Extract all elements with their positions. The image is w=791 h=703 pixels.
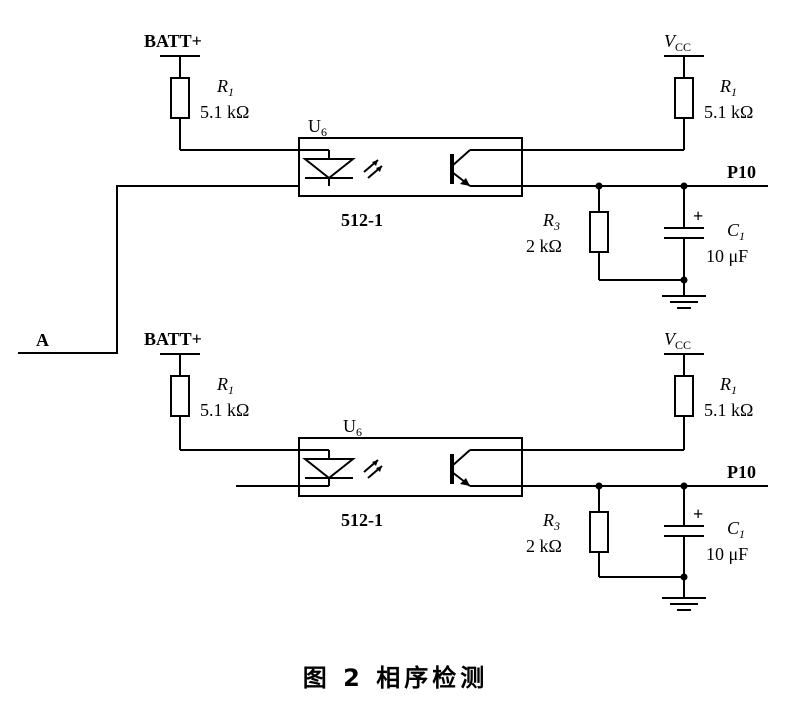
optocoupler-u6-top	[298, 137, 523, 197]
r1-label-top-left: R1	[216, 76, 234, 99]
batt-label-bottom: BATT+	[144, 329, 202, 349]
part-number-bottom: 512-1	[341, 510, 383, 530]
ground-icon-top	[661, 295, 707, 309]
r1-resistor-top-left	[170, 77, 190, 119]
r3-value-bottom: 2 kΩ	[526, 536, 562, 556]
phototransistor-icon-top	[450, 149, 522, 187]
r3-label-bottom: R3	[542, 510, 560, 533]
r3-value-top: 2 kΩ	[526, 236, 562, 256]
part-number-top: 512-1	[341, 210, 383, 230]
r1-label-bottom-right: R1	[719, 374, 737, 397]
r1-resistor-bottom-right	[674, 375, 694, 417]
r1-label-top-right: R1	[719, 76, 737, 99]
batt-label-top: BATT+	[144, 31, 202, 51]
light-arrows-icon-bottom	[363, 459, 383, 479]
light-arrows-icon-top	[363, 159, 383, 179]
c1-plus-top: +	[693, 206, 703, 226]
u6-label-top: U6	[308, 116, 327, 139]
c1-label-top: C1	[727, 220, 745, 243]
r1-value-bottom-left: 5.1 kΩ	[200, 400, 249, 420]
r1-resistor-top-right	[674, 77, 694, 119]
vcc-label-bottom: VCC	[664, 329, 691, 352]
phototransistor-icon-bottom	[450, 449, 522, 487]
r1-value-top-right: 5.1 kΩ	[704, 102, 753, 122]
r3-label-top: R3	[542, 210, 560, 233]
top-circuit: BATT+ R1 5.1 kΩ U6 512-1	[144, 31, 768, 309]
r1-resistor-bottom-left	[170, 375, 190, 417]
input-a-label: A	[36, 330, 49, 350]
c1-label-bottom: C1	[727, 518, 745, 541]
ground-icon-bottom	[661, 597, 707, 611]
p10-label-top: P10	[727, 162, 756, 182]
figure-caption: 图 2 相序检测	[302, 664, 489, 692]
r3-resistor-top	[589, 211, 609, 253]
p10-label-bottom: P10	[727, 462, 756, 482]
input-a-wire	[18, 185, 299, 354]
led-icon-top	[299, 149, 356, 186]
c1-plus-bottom: +	[693, 504, 703, 524]
r1-label-bottom-left: R1	[216, 374, 234, 397]
r1-value-top-left: 5.1 kΩ	[200, 102, 249, 122]
r1-value-bottom-right: 5.1 kΩ	[704, 400, 753, 420]
bottom-circuit: BATT+ R1 5.1 kΩ U6 512-1	[144, 329, 768, 611]
c1-value-bottom: 10 μF	[706, 544, 748, 564]
u6-label-bottom: U6	[343, 416, 362, 439]
vcc-label-top: VCC	[664, 31, 691, 54]
optocoupler-u6-bottom	[298, 437, 523, 497]
led-icon-bottom	[299, 449, 356, 486]
r3-resistor-bottom	[589, 511, 609, 553]
c1-value-top: 10 μF	[706, 246, 748, 266]
